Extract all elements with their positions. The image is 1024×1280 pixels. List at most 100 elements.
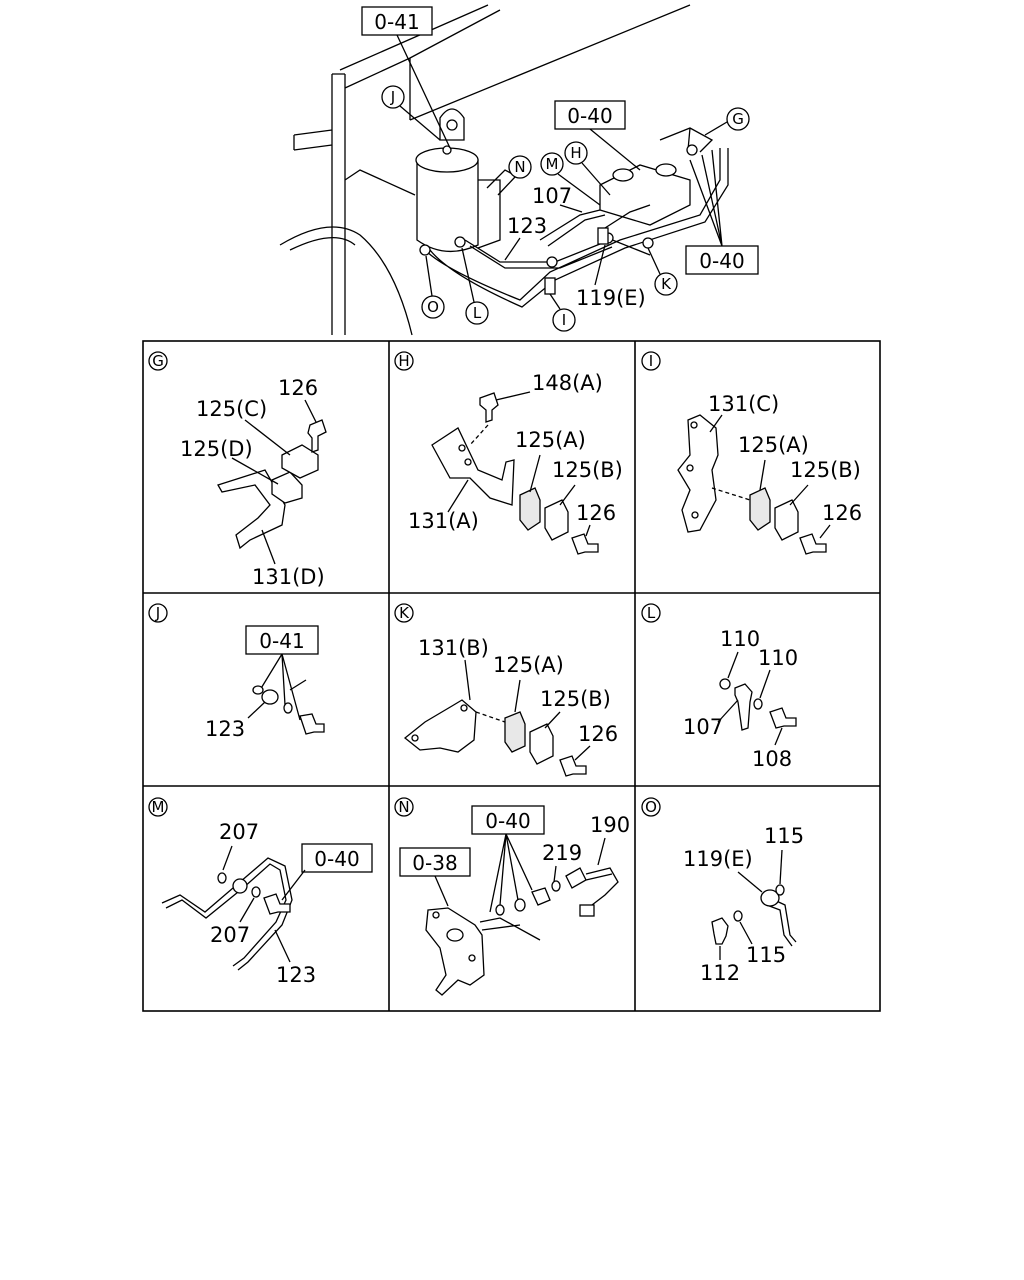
callout-i: I [552, 308, 576, 332]
pipe-fitting [686, 144, 698, 156]
clamp-125a [519, 487, 541, 531]
main-assembly-view: 0-41 0-40 0-40 J N M H G K I L O 107 123… [279, 4, 759, 336]
panel-m-id: M [152, 798, 165, 816]
panel-h: H 148(A) 125(A) 125(B) 131(A) 126 [394, 351, 623, 555]
label-112: 112 [700, 961, 740, 985]
bolt-126 [307, 419, 327, 453]
fitting-119e [760, 889, 780, 907]
leader [589, 128, 641, 171]
panel-g-id: G [152, 352, 164, 370]
sensor-190 [565, 867, 587, 889]
panel-h-id: H [398, 352, 409, 370]
label-207b: 207 [210, 923, 250, 947]
label-119e: 119(E) [576, 286, 646, 310]
bolt-108 [769, 707, 797, 729]
label-123: 123 [276, 963, 316, 987]
label-131d: 131(D) [252, 565, 325, 589]
panel-o: O 115 119(E) 112 115 [641, 797, 804, 985]
svg-text:I: I [562, 311, 566, 329]
pipe-fitting [642, 237, 654, 249]
pipe-fitting [419, 244, 431, 256]
callout-m: M [540, 152, 564, 176]
bolt-148a [479, 392, 499, 423]
label-123: 123 [507, 214, 547, 238]
panel-l: L 110 110 107 108 [641, 603, 798, 771]
ref-0-41: 0-41 [374, 10, 419, 34]
pipe-123 [161, 857, 293, 971]
label-123: 123 [205, 717, 245, 741]
label-125d: 125(D) [180, 437, 253, 461]
ref-0-38: 0-38 [412, 851, 457, 875]
frame-outline [293, 4, 691, 335]
pipe-fitting [454, 236, 466, 248]
label-125b: 125(B) [540, 687, 611, 711]
leader [396, 34, 451, 149]
label-126: 126 [578, 722, 618, 746]
panel-j-id: J [155, 604, 160, 622]
label-107: 107 [683, 715, 723, 739]
panel-k-id: K [399, 604, 410, 622]
callout-k: K [654, 272, 678, 296]
svg-text:O: O [427, 298, 439, 316]
bolt-112 [711, 917, 729, 945]
label-207a: 207 [219, 820, 259, 844]
label-125a: 125(A) [515, 428, 586, 452]
leader [689, 149, 723, 247]
wheel-arch [279, 226, 413, 336]
panel-m: M 207 0-40 207 123 [148, 797, 373, 987]
bolt-126 [799, 533, 827, 555]
clamp-125a [749, 487, 771, 531]
svg-text:G: G [732, 110, 744, 128]
panel-o-id: O [645, 798, 657, 816]
ref-0-41: 0-41 [259, 629, 304, 653]
panel-k: K 131(B) 125(A) 125(B) 126 [394, 603, 618, 777]
panel-i-id: I [649, 352, 653, 370]
svg-text:J: J [390, 88, 395, 106]
label-107: 107 [532, 184, 572, 208]
callout-o: O [421, 295, 445, 319]
bolt [263, 893, 291, 915]
panel-l-id: L [647, 604, 656, 622]
callout-j: J [381, 85, 405, 109]
svg-text:H: H [570, 144, 581, 162]
clamp-125b [774, 499, 799, 541]
svg-text:N: N [514, 158, 525, 176]
pipe-fitting [546, 256, 558, 268]
ref-0-40-top: 0-40 [567, 104, 612, 128]
ref-box-0-41 [361, 6, 433, 36]
label-110a: 110 [720, 627, 760, 651]
label-119e: 119(E) [683, 847, 753, 871]
ref-box-0-40-right [685, 245, 759, 275]
label-190: 190 [590, 813, 630, 837]
callout-g: G [726, 107, 750, 131]
air-tank [415, 108, 479, 253]
air-pipe-lines [424, 148, 729, 308]
bolt [299, 713, 325, 735]
clamp-125b [529, 723, 554, 765]
panel-j: J 0-41 123 [148, 603, 325, 741]
panel-n: N 0-38 0-40 190 219 [394, 797, 630, 996]
panel-g: G 126 125(C) 125(D) 131(D) [148, 351, 327, 589]
ref-0-40: 0-40 [314, 847, 359, 871]
label-125b: 125(B) [790, 458, 861, 482]
clamp [544, 277, 556, 295]
fitting-123 [261, 689, 279, 705]
callout-n: N [508, 155, 532, 179]
panel-n-id: N [398, 798, 409, 816]
callout-l: L [465, 301, 489, 325]
label-125a: 125(A) [493, 653, 564, 677]
ref-0-40: 0-40 [485, 809, 530, 833]
label-219: 219 [542, 841, 582, 865]
label-126: 126 [576, 501, 616, 525]
label-131a: 131(A) [408, 509, 479, 533]
ref-box-0-40-top [554, 100, 626, 130]
detail-grid [142, 340, 881, 1012]
fitting [232, 878, 248, 894]
label-125c: 125(C) [196, 397, 267, 421]
label-131b: 131(B) [418, 636, 489, 660]
bolt-126 [559, 755, 587, 777]
panel-i: I 131(C) 125(A) 125(B) 126 [641, 351, 862, 555]
label-126: 126 [278, 376, 318, 400]
label-125a: 125(A) [738, 433, 809, 457]
